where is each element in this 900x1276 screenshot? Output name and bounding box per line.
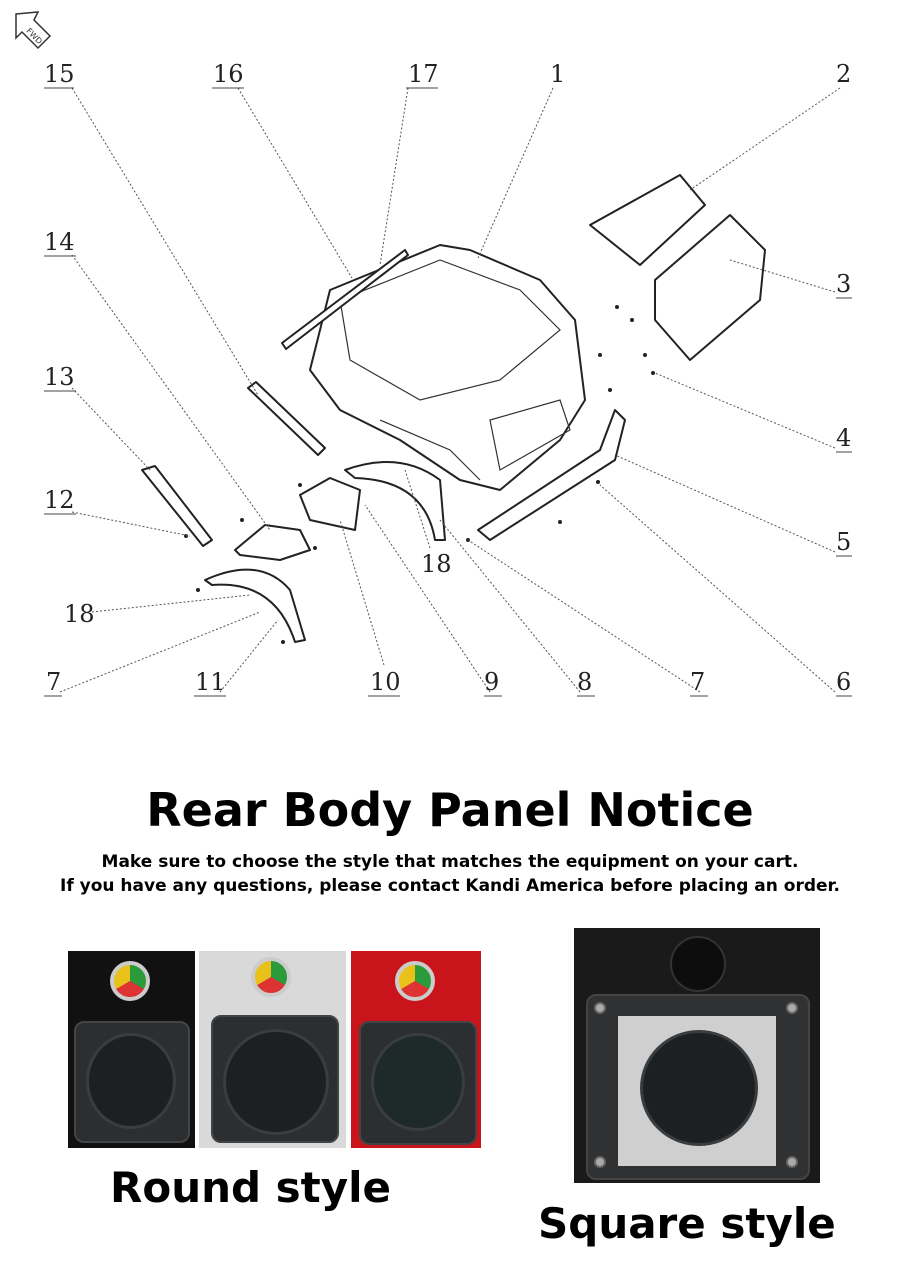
- square-style-label: Square style: [538, 1199, 836, 1248]
- callout-12: 12: [44, 486, 75, 514]
- callout-16: 16: [213, 60, 244, 88]
- callout-9: 9: [484, 668, 499, 696]
- round-style-photo-3: [351, 951, 481, 1148]
- callout-6: 6: [836, 668, 851, 696]
- callout-1: 1: [550, 60, 565, 88]
- wheel-arch-right: [344, 461, 446, 541]
- callout-7: 7: [690, 668, 705, 696]
- callout-7b: 7: [46, 668, 61, 696]
- callout-4: 4: [836, 424, 851, 452]
- wheel-arch-left: [204, 568, 306, 643]
- callout-18b: 18: [421, 550, 452, 578]
- forward-arrow-icon: FWD: [15, 11, 52, 50]
- callout-5: 5: [836, 528, 851, 556]
- exploded-parts-diagram: FWD: [15, 11, 852, 697]
- rear-body-shell: [309, 244, 586, 491]
- callout-3: 3: [836, 270, 851, 298]
- round-style-photo-2: [199, 951, 346, 1148]
- leader-lines: [59, 87, 841, 693]
- notice-title: Rear Body Panel Notice: [146, 783, 754, 837]
- square-style-photo: [574, 928, 820, 1183]
- callout-18: 18: [64, 600, 95, 628]
- rear-trim-bar: [247, 381, 326, 456]
- rear-storage-lid: [589, 174, 706, 266]
- callout-2: 2: [836, 60, 851, 88]
- callout-14: 14: [44, 228, 75, 256]
- round-style-label: Round style: [110, 1163, 392, 1212]
- callout-8: 8: [577, 668, 592, 696]
- side-bracket: [141, 465, 213, 547]
- notice-line-2: If you have any questions, please contac…: [60, 876, 840, 896]
- mud-flap: [234, 524, 311, 561]
- rear-storage-box: [654, 214, 766, 361]
- callout-10: 10: [370, 668, 401, 696]
- seal-strip: [281, 249, 409, 350]
- round-style-photo-1: [68, 951, 195, 1148]
- callout-11: 11: [195, 668, 226, 696]
- callout-17: 17: [408, 60, 439, 88]
- callout-15: 15: [44, 60, 75, 88]
- callout-13: 13: [44, 363, 75, 391]
- fender-inner: [299, 477, 361, 531]
- notice-line-1: Make sure to choose the style that match…: [101, 852, 799, 872]
- rear-bumper: [477, 409, 626, 541]
- callout-labels: 15 16 17 1 2 3 4 5 6 7 8 9 10 11 7 18 18…: [44, 60, 852, 697]
